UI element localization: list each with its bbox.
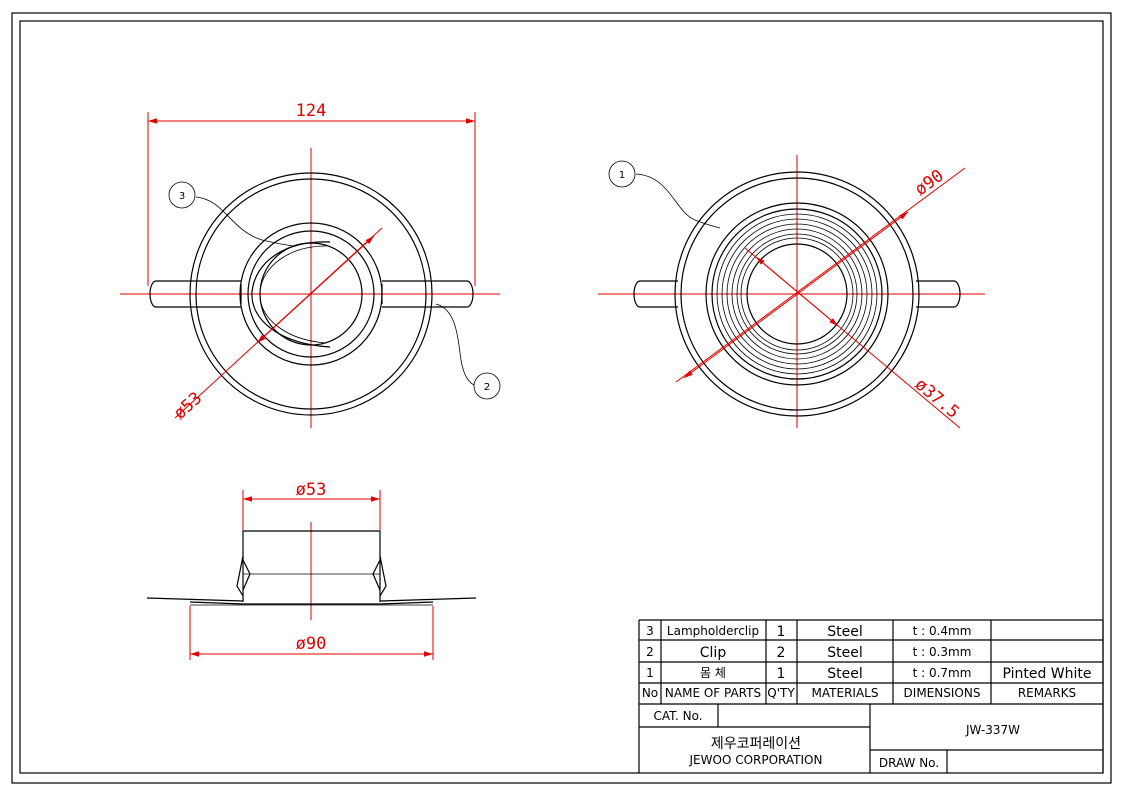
dim-124: 124 xyxy=(296,101,327,121)
cat-no-label: CAT. No. xyxy=(653,709,702,723)
balloon-3: 3 xyxy=(179,191,185,202)
outer-frame xyxy=(11,12,1112,784)
row1-remarks: Pinted White xyxy=(1002,666,1091,682)
row2-no: 2 xyxy=(646,645,654,659)
row2-name: Clip xyxy=(700,645,727,661)
header-no: No xyxy=(642,686,658,700)
dim-side-90: ø90 xyxy=(296,634,327,654)
side-view: ø53 ø90 xyxy=(146,480,477,660)
row1-name: 몸 체 xyxy=(700,666,726,680)
row3-material: Steel xyxy=(827,624,863,640)
dim-back-90: ø90 xyxy=(911,166,948,200)
header-materials: MATERIALS xyxy=(812,686,879,700)
row2-material: Steel xyxy=(827,645,863,661)
back-view: ø90 ø37.5 1 xyxy=(598,155,985,429)
drawing-number: JW-337W xyxy=(965,723,1020,737)
header-qty: Q'TY xyxy=(767,686,795,700)
dim-side-53: ø53 xyxy=(296,480,327,500)
dim-front-53: ø53 xyxy=(170,388,206,423)
row2-qty: 2 xyxy=(777,645,786,661)
inner-frame xyxy=(19,20,1104,774)
row3-name: Lampholderclip xyxy=(667,624,759,638)
row1-dimension: t : 0.7mm xyxy=(913,666,972,680)
draw-no-label: DRAW No. xyxy=(879,756,939,770)
dim-back-37-5: ø37.5 xyxy=(911,375,963,423)
header-remarks: REMARKS xyxy=(1018,686,1076,700)
company-name-en: JEWOO CORPORATION xyxy=(689,753,823,767)
header-name: NAME OF PARTS xyxy=(665,686,761,700)
row3-qty: 1 xyxy=(777,624,786,640)
row3-no: 3 xyxy=(646,624,654,638)
balloon-1: 1 xyxy=(619,170,625,181)
row1-no: 1 xyxy=(646,666,654,680)
row1-material: Steel xyxy=(827,666,863,682)
title-block: CAT. No. 제우코퍼레이션 JEWOO CORPORATION JW-33… xyxy=(639,620,1104,773)
company-name-kr: 제우코퍼레이션 xyxy=(711,736,801,752)
balloon-2: 2 xyxy=(484,382,490,393)
front-view: 124 ø53 3 2 xyxy=(120,101,501,428)
row3-dimension: t : 0.4mm xyxy=(913,624,972,638)
row2-dimension: t : 0.3mm xyxy=(913,645,972,659)
row1-qty: 1 xyxy=(777,666,786,682)
header-dimensions: DIMENSIONS xyxy=(904,686,981,700)
parts-list: 3 Lampholderclip 1 Steel t : 0.4mm 2 Cli… xyxy=(638,619,1103,773)
